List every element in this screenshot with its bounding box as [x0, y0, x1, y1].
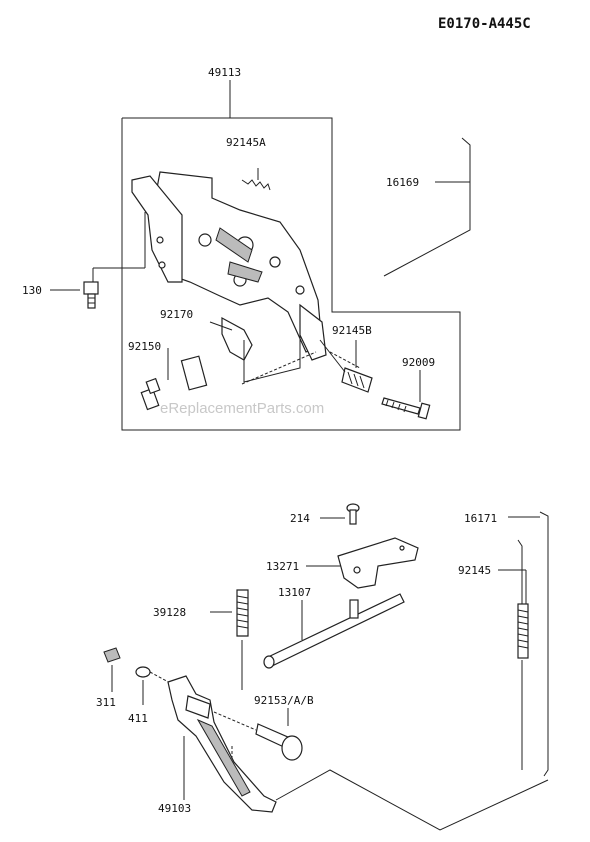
bolt-92153[interactable] [213, 708, 303, 761]
label-16169[interactable]: 16169 [386, 176, 419, 189]
shaft-13107[interactable] [263, 593, 405, 669]
lever-92170[interactable] [180, 316, 301, 391]
label-311[interactable]: 311 [96, 696, 116, 709]
watermark-text: eReplacementParts.com [160, 400, 324, 417]
group-outline [121, 117, 461, 431]
screw-92009[interactable] [381, 370, 431, 420]
diagram-code: E0170-A445C [438, 16, 531, 32]
spring-92145B[interactable] [319, 339, 373, 393]
control-plate-49113[interactable] [131, 171, 327, 361]
label-39128[interactable]: 39128 [153, 606, 186, 619]
label-49103[interactable]: 49103 [158, 802, 191, 815]
throttle-linkage-group [103, 503, 549, 831]
screw-214[interactable] [320, 503, 360, 525]
rod-16169[interactable] [383, 137, 471, 277]
plate-13271[interactable] [306, 537, 419, 589]
label-13271[interactable]: 13271 [266, 560, 299, 573]
label-16171[interactable]: 16171 [464, 512, 497, 525]
label-92170[interactable]: 92170 [160, 308, 193, 321]
bolt-130[interactable] [50, 212, 146, 309]
governor-assembly-group [50, 80, 461, 431]
washer-411[interactable] [135, 666, 173, 705]
label-92150[interactable]: 92150 [128, 340, 161, 353]
label-92009[interactable]: 92009 [402, 356, 435, 369]
screw-92150[interactable] [140, 348, 169, 411]
group-outline-bottom [275, 769, 549, 831]
spring-92145A[interactable] [241, 168, 271, 191]
spring-92145[interactable] [498, 539, 529, 770]
label-130[interactable]: 130 [22, 284, 42, 297]
label-92145B[interactable]: 92145B [332, 324, 372, 337]
label-411[interactable]: 411 [128, 712, 148, 725]
spring-39128[interactable] [210, 589, 249, 690]
label-49113[interactable]: 49113 [208, 66, 241, 79]
label-92145A[interactable]: 92145A [226, 136, 266, 149]
rod-16171[interactable] [508, 511, 549, 777]
label-214[interactable]: 214 [290, 512, 310, 525]
label-92153[interactable]: 92153/A/B [254, 694, 314, 707]
lever-49103[interactable] [167, 675, 277, 813]
label-13107[interactable]: 13107 [278, 586, 311, 599]
label-92145[interactable]: 92145 [458, 564, 491, 577]
nut-311[interactable] [103, 647, 121, 692]
